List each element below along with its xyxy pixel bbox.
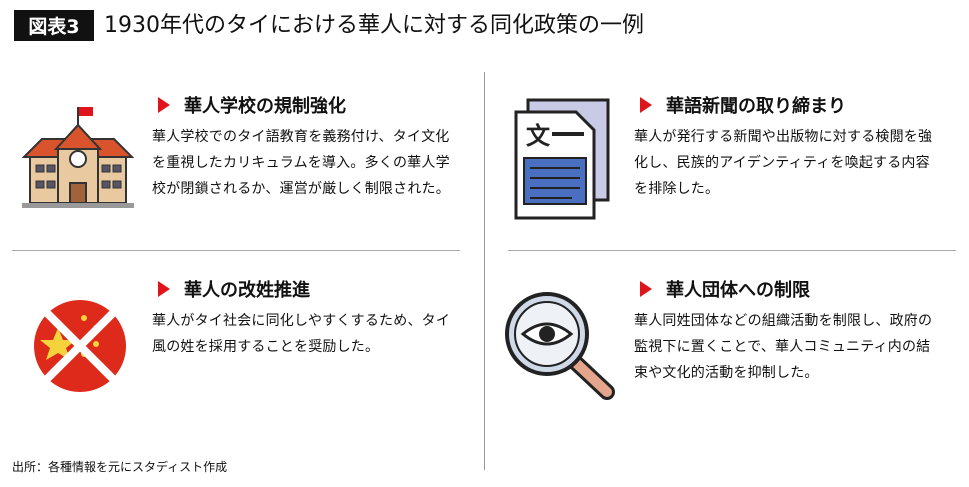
red-triangle-icon <box>640 281 652 297</box>
school-icon <box>22 107 134 208</box>
section-title: 華人の改姓推進 <box>184 280 310 301</box>
newspaper-glyph: 文 <box>526 122 551 150</box>
section-body: 華人がタイ社会に同化しやすくするため、タイ風の姓を採用することを奨励した。 <box>152 313 451 355</box>
section-organization-restriction: 華人団体への制限 <box>640 276 810 302</box>
section-chinese-newspaper-crackdown: 華語新聞の取り締まり <box>640 92 846 118</box>
magnifier-eye-icon <box>505 292 615 400</box>
section-surname-change: 華人の改姓推進 <box>158 276 310 302</box>
source-note: 出所：各種情報を元にスタディスト作成 <box>12 460 228 474</box>
section-body: 華人学校でのタイ語教育を義務付け、タイ文化を重視したカリキュラムを導入。多くの華… <box>152 129 450 197</box>
red-triangle-icon <box>640 97 652 113</box>
section-title: 華人団体への制限 <box>666 280 810 301</box>
section-title: 華人学校の規制強化 <box>184 96 346 117</box>
page-title: 1930年代のタイにおける華人に対する同化政策の一例 <box>104 13 644 38</box>
horizontal-divider-left <box>12 250 460 251</box>
crossed-chinese-flag-icon <box>34 300 126 392</box>
section-body: 華人が発行する新聞や出版物に対する検閲を強化し、民族的アイデンティティを喚起する… <box>634 129 933 197</box>
figure-label: 図表3 <box>14 10 94 41</box>
red-triangle-icon <box>158 281 170 297</box>
newspaper-icon: 文 <box>514 98 610 220</box>
vertical-divider <box>484 72 485 470</box>
horizontal-divider-right <box>508 250 956 251</box>
section-body: 華人同姓団体などの組織活動を制限し、政府の監視下に置くことで、華人コミュニティ内… <box>634 313 933 381</box>
section-chinese-school-regulation: 華人学校の規制強化 <box>158 92 346 118</box>
red-triangle-icon <box>158 97 170 113</box>
section-title: 華語新聞の取り締まり <box>666 96 846 117</box>
